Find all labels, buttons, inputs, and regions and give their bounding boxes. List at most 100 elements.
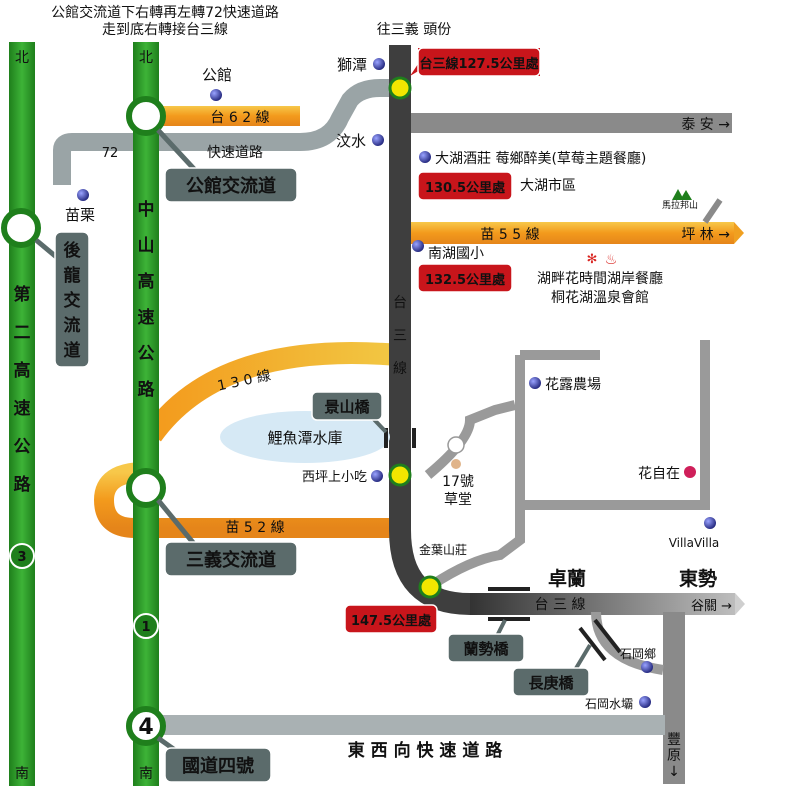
poi-malabang[interactable]: 馬拉邦山 bbox=[662, 189, 698, 211]
national4-interchange[interactable] bbox=[126, 706, 166, 746]
second-freeway-name-char: 速 bbox=[14, 398, 31, 419]
houlong-ic-char: 道 bbox=[64, 340, 81, 361]
expressway-72 bbox=[53, 79, 398, 185]
poi-lakeside[interactable]: ✻ ♨ 湖畔花時間湖岸餐廳 桐花湖溫泉會館 bbox=[537, 252, 663, 306]
shield-1: 1 bbox=[133, 613, 159, 639]
callout-jingshan-bridge[interactable]: 景山橋 bbox=[311, 391, 388, 434]
svg-text:國道四號: 國道四號 bbox=[182, 755, 254, 777]
junction-147[interactable] bbox=[418, 575, 442, 599]
road-tai3-horizontal-fade bbox=[470, 593, 735, 615]
teahouse-icon bbox=[447, 436, 465, 469]
poi-shigang-dam[interactable]: 石岡水壩 bbox=[585, 696, 651, 711]
note-line1: 公館交流道下右轉再左轉72快速道路 bbox=[51, 4, 279, 21]
second-north: 北 bbox=[15, 50, 29, 66]
svg-text:苗栗: 苗栗 bbox=[65, 206, 95, 224]
callout-km1325[interactable]: 132.5公里處 bbox=[417, 263, 513, 293]
zhongshan-north: 北 bbox=[139, 50, 153, 66]
houlong-ic-char: 後 bbox=[64, 240, 82, 261]
flower-icon: ✻ bbox=[587, 252, 598, 267]
label-tai3-horizontal: 台 三 線 bbox=[535, 597, 586, 613]
miao55-arrow bbox=[734, 222, 744, 244]
poi-huazizai[interactable]: 花自在 bbox=[638, 466, 696, 482]
poi-xiping[interactable]: 西坪上小吃 bbox=[302, 469, 383, 485]
svg-text:金葉山莊: 金葉山莊 bbox=[419, 542, 467, 557]
svg-text:147.5公里處: 147.5公里處 bbox=[351, 613, 432, 629]
poi-gongguan[interactable]: 公館 bbox=[202, 66, 232, 101]
svg-text:獅潭: 獅潭 bbox=[337, 56, 367, 74]
zhuolan-label: 卓蘭 bbox=[548, 567, 586, 590]
freeway-zhongshan bbox=[133, 42, 159, 786]
fengyuan-char: ↓ bbox=[668, 764, 680, 780]
label-taian: 泰 安 → bbox=[681, 117, 730, 133]
svg-text:1: 1 bbox=[141, 620, 150, 635]
second-south: 南 bbox=[15, 766, 29, 782]
poi-dahu-winery[interactable]: 大湖酒莊 莓鄉醉美(草莓主題餐廳) bbox=[419, 150, 646, 167]
callout-km1305[interactable]: 130.5公里處 bbox=[417, 171, 513, 201]
local-road-1 bbox=[424, 400, 517, 479]
callout-km1475[interactable]: 147.5公里處 bbox=[344, 604, 438, 634]
svg-text:南湖國小: 南湖國小 bbox=[428, 246, 484, 262]
label-fengyuan: 豐原↓ bbox=[667, 732, 681, 780]
poi-hualu[interactable]: 花露農場 bbox=[529, 377, 601, 393]
zhongshan-south: 南 bbox=[139, 766, 153, 782]
callout-lanshi-bridge[interactable]: 蘭勢橋 bbox=[447, 619, 525, 663]
callout-km1275[interactable]: 台三線127.5公里處 bbox=[410, 47, 541, 77]
gongguan-interchange[interactable] bbox=[126, 96, 166, 136]
houlong-ic-char: 交 bbox=[64, 290, 81, 311]
svg-text:台三線127.5公里處: 台三線127.5公里處 bbox=[419, 56, 539, 72]
poi-17-tea[interactable]: 17號 草堂 bbox=[442, 436, 474, 508]
callout-national4[interactable]: 國道四號 bbox=[156, 735, 272, 783]
poi-villa[interactable]: VillaVilla bbox=[669, 517, 720, 550]
junction-xiping[interactable] bbox=[388, 463, 412, 487]
svg-text:VillaVilla: VillaVilla bbox=[669, 536, 720, 550]
second-freeway-name-char: 第 bbox=[14, 284, 31, 305]
label-miao52: 苗 5 2 線 bbox=[225, 520, 284, 536]
road-dongxi bbox=[150, 715, 665, 735]
svg-text:公館交流道: 公館交流道 bbox=[186, 175, 276, 197]
svg-text:大湖酒莊 莓鄉醉美(草莓主題餐廳): 大湖酒莊 莓鄉醉美(草莓主題餐廳) bbox=[435, 150, 646, 167]
poi-jinye[interactable]: 金葉山莊 bbox=[419, 542, 467, 557]
zhongshan-freeway-name-char: 山 bbox=[138, 236, 155, 256]
junction-127[interactable] bbox=[388, 76, 412, 100]
sanyi-interchange[interactable] bbox=[126, 468, 166, 508]
svg-text:蘭勢橋: 蘭勢橋 bbox=[463, 640, 509, 658]
guguan-arrow bbox=[735, 593, 745, 615]
svg-text:花露農場: 花露農場 bbox=[545, 377, 601, 393]
svg-text:景山橋: 景山橋 bbox=[324, 398, 370, 416]
poi-shigang-town[interactable]: 石岡鄉 bbox=[620, 647, 656, 673]
callout-gongguan-ic[interactable]: 公館交流道 bbox=[156, 128, 298, 203]
label-72: 72 bbox=[102, 146, 119, 161]
svg-text:西坪上小吃: 西坪上小吃 bbox=[302, 469, 367, 485]
road-miao52 bbox=[93, 462, 398, 538]
callout-sanyi-ic[interactable]: 三義交流道 bbox=[156, 498, 298, 577]
poi-shitan[interactable]: 獅潭 bbox=[337, 56, 385, 74]
svg-text:三義交流道: 三義交流道 bbox=[186, 549, 276, 571]
road-taian bbox=[410, 113, 732, 133]
poi-miaoli[interactable]: 苗栗 bbox=[65, 189, 95, 224]
houlong-interchange[interactable] bbox=[1, 208, 41, 248]
lanshi-bridge-mark bbox=[488, 587, 530, 621]
hotspring-icon: ♨ bbox=[605, 252, 618, 268]
label-to-north: 往三義 頭份 bbox=[377, 21, 451, 38]
callout-changgeng-bridge[interactable]: 長庚橋 bbox=[512, 643, 592, 697]
tai3-vertical-char: 三 bbox=[393, 328, 407, 344]
poi-nanhu-school[interactable]: 南湖國小 bbox=[412, 240, 484, 262]
label-dongxi: 東 西 向 快 速 道 路 bbox=[348, 740, 504, 761]
shield-3: 3 bbox=[9, 543, 35, 569]
changgeng-bridge-mark bbox=[578, 618, 622, 662]
freeway-second bbox=[9, 42, 35, 786]
local-road-2 bbox=[515, 340, 710, 510]
dongshi-label: 東勢 bbox=[679, 567, 717, 590]
zhongshan-freeway-name-char: 路 bbox=[138, 379, 156, 400]
houlong-ic-char: 流 bbox=[64, 315, 81, 336]
road-130 bbox=[143, 341, 399, 442]
label-tai3-vertical: 台三線 bbox=[393, 295, 407, 377]
poi-wenshui[interactable]: 汶水 bbox=[336, 132, 384, 150]
liyutan-lake bbox=[220, 411, 390, 463]
svg-text:3: 3 bbox=[17, 550, 26, 565]
road-miao55 bbox=[410, 222, 734, 244]
road-malabang bbox=[702, 198, 723, 224]
road-shigang bbox=[591, 611, 664, 675]
